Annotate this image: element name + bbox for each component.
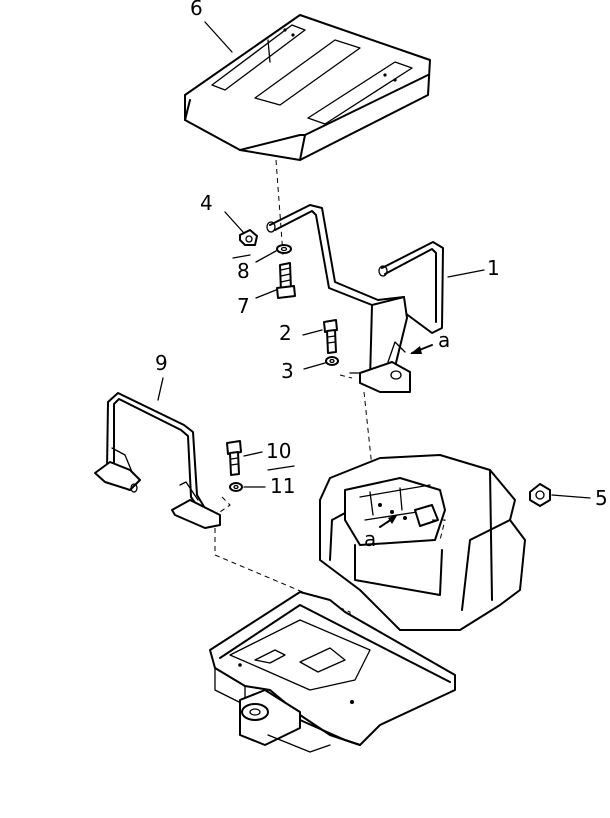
callout-9: 9 xyxy=(155,351,168,375)
callout-5: 5 xyxy=(595,486,608,510)
seat-body xyxy=(319,454,526,631)
washer-part-11 xyxy=(229,482,266,492)
callout-2: 2 xyxy=(279,321,292,345)
top-cover-part xyxy=(184,14,431,161)
washer-part-3 xyxy=(303,356,339,370)
callout-6: 6 xyxy=(190,0,203,20)
bolt-part-2 xyxy=(302,319,338,354)
bolt-part-10 xyxy=(226,440,263,476)
leader-6 xyxy=(204,21,233,53)
callout-8: 8 xyxy=(237,259,250,283)
callout-10: 10 xyxy=(266,439,291,463)
callout-7: 7 xyxy=(237,294,250,318)
reference-arrow-a-lower: a xyxy=(364,514,398,551)
leader-1 xyxy=(447,269,485,278)
machine-base xyxy=(209,591,456,753)
handrail-part xyxy=(266,204,444,393)
leader-bolt10 xyxy=(219,496,231,513)
callout-4: 4 xyxy=(200,191,213,215)
callout-labels: 6 1 4 8 7 2 3 9 10 11 5 xyxy=(155,0,608,510)
leader-bolt2-bracket xyxy=(339,374,353,379)
bolt-part-7 xyxy=(255,262,296,299)
centerline-cover xyxy=(275,159,284,256)
reference-arrow-a-upper: a xyxy=(410,328,450,354)
ref-label-a-lower: a xyxy=(364,527,376,551)
side-rail-part xyxy=(94,392,221,529)
callout-1: 1 xyxy=(487,256,500,280)
callout-3: 3 xyxy=(281,359,294,383)
callout-11: 11 xyxy=(270,474,295,498)
nut-part-4 xyxy=(224,211,258,246)
leader-9 xyxy=(157,377,164,401)
overline-8 xyxy=(232,254,251,259)
cap-part-5 xyxy=(529,483,591,507)
ref-label-a-upper: a xyxy=(438,328,450,352)
washer-part-8 xyxy=(255,244,292,263)
overline-11 xyxy=(267,465,295,471)
